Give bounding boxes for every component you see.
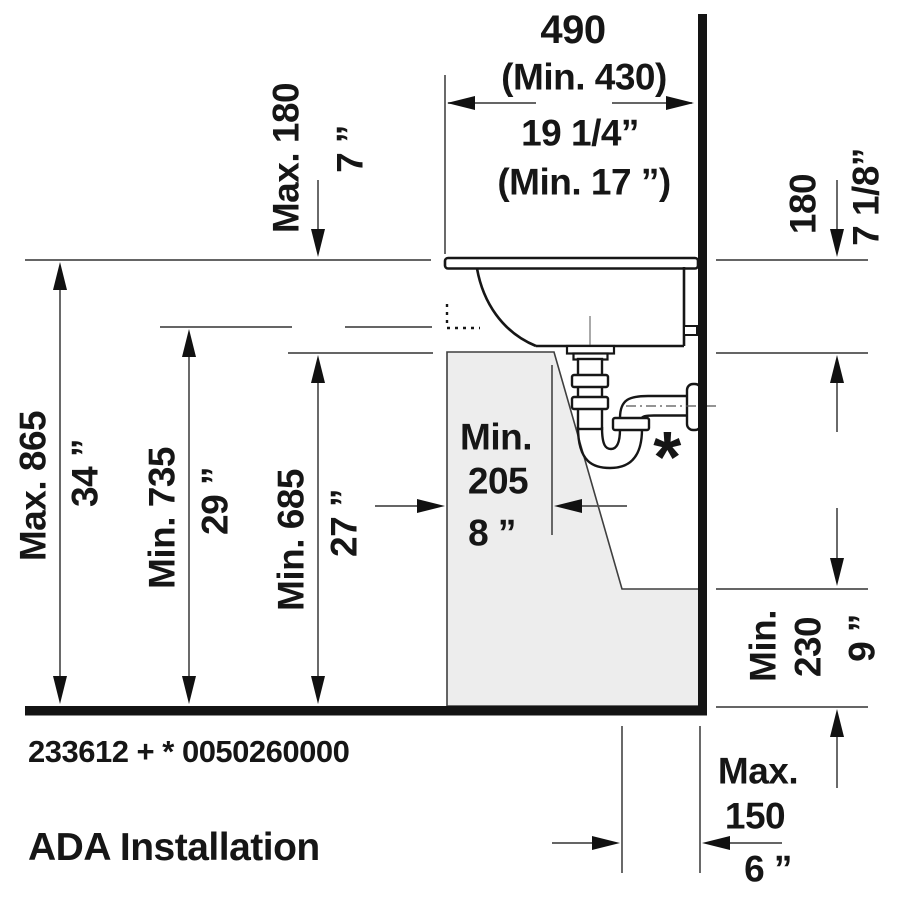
washbasin-profile [443,256,700,360]
dim-toe-depth-mm: 150 [724,795,786,837]
dim-toe-height-in: 9 ” [841,614,883,662]
page-title: ADA Installation [28,826,320,869]
dim-basin-width-in: 19 1/4” [521,112,639,154]
dim-knee-height-mm: Min. 685 [270,469,312,611]
dim-apron-left-mm: Max. 180 [265,82,307,234]
dim-apron-right-in: 7 1/8” [845,148,887,246]
dim-clearance-height-mm: Min. 735 [141,447,183,589]
dim-knee-depth-label: Min. [460,416,532,458]
dim-basin-width-in-min: (Min. 17 ”) [497,161,671,203]
floor-line [25,706,707,716]
wall-line [698,14,707,715]
dim-basin-width-mm-min: (Min. 430) [501,56,667,98]
wall-and-floor [25,14,707,716]
dim-apron-right-mm: 180 [782,173,824,235]
dim-rim-height-mm: Max. 865 [12,410,54,562]
dim-knee-height-in: 27 ” [323,489,365,557]
dim-toe-depth-in: 6 ” [744,848,792,890]
dim-apron-left-in: 7 ” [329,125,371,173]
part-number: 233612 + * 0050260000 [28,734,350,769]
drain-p-trap [565,344,719,470]
dim-rim-height-in: 34 ” [64,439,106,507]
dim-knee-depth-mm: 205 [467,460,529,502]
dimension-lines [25,75,868,873]
dim-clearance-height-in: 29 ” [194,467,236,535]
dim-toe-height-mm: 230 [787,616,829,678]
dim-toe-height-label: Min. [742,610,784,682]
dim-knee-depth-in: 8 ” [468,512,516,554]
dim-toe-depth-label: Max. [717,750,799,792]
dim-basin-width-mm: 490 [540,8,606,52]
footnote-asterisk: * [653,418,681,498]
dimension-arrowheads [53,96,844,850]
